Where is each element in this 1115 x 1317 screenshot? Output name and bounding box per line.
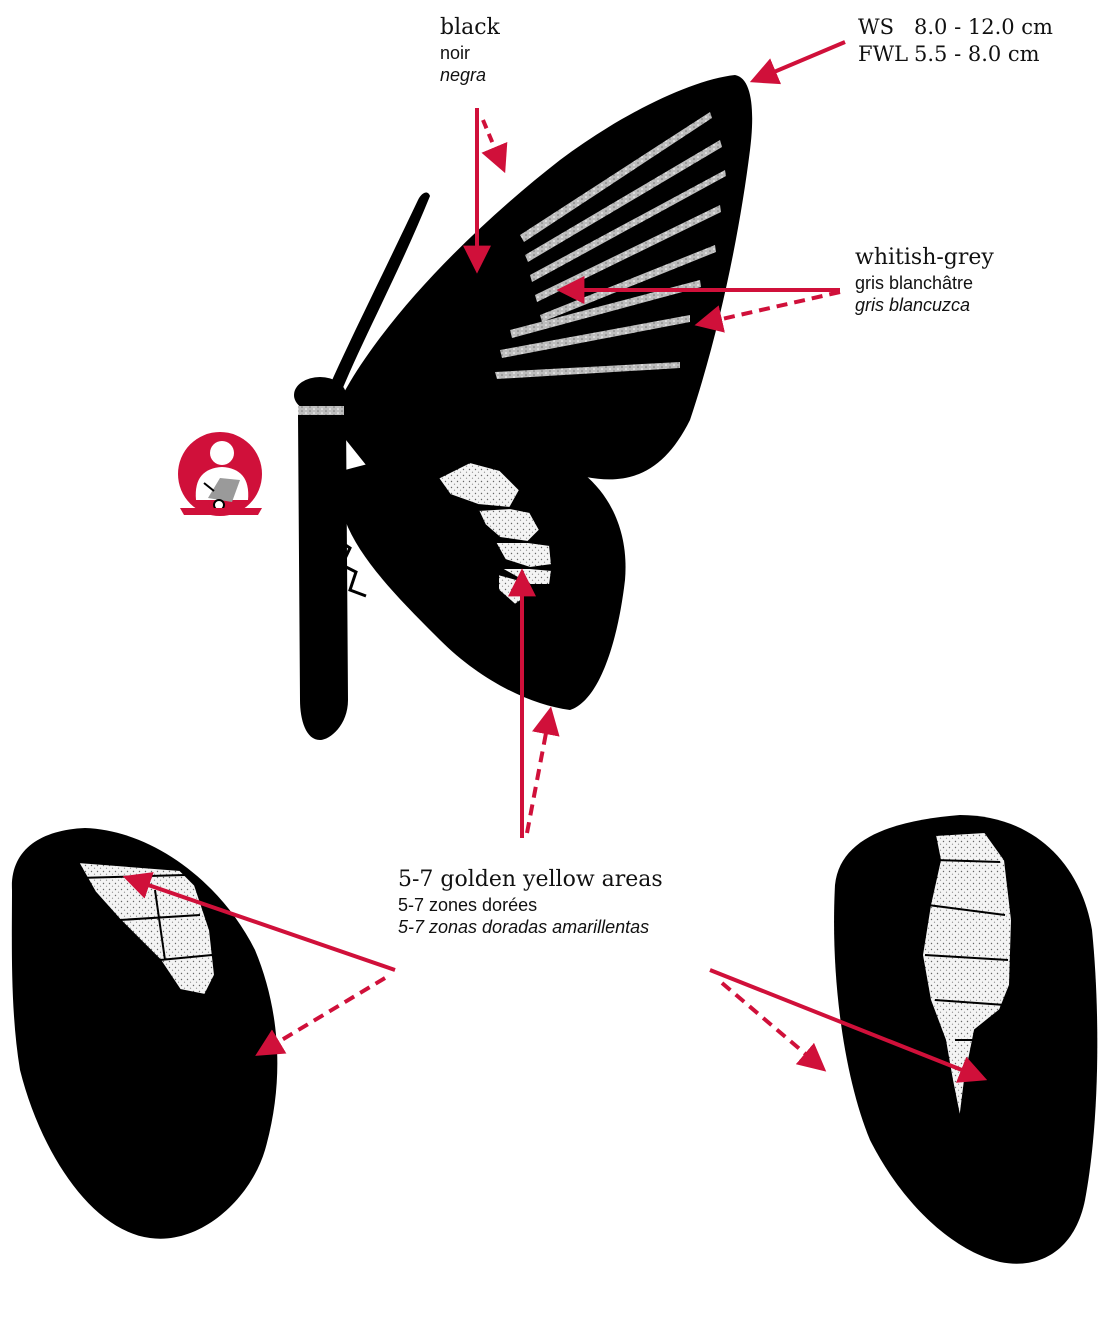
forewing-length-label: FWL	[858, 41, 914, 68]
arrow-black-dashed	[483, 120, 503, 168]
label-black-es: negra	[440, 64, 500, 87]
label-golden-yellow-fr: 5-7 zones dorées	[398, 894, 663, 917]
label-golden-yellow-es: 5-7 zonas doradas amarillentas	[398, 916, 663, 939]
label-black-fr: noir	[440, 42, 500, 65]
label-whitish-grey-fr: gris blanchâtre	[855, 272, 994, 295]
label-golden-yellow-en: 5-7 golden yellow areas	[398, 866, 663, 894]
arrow-golden-dashed	[527, 712, 550, 833]
label-whitish-grey: whitish-grey gris blanchâtre gris blancu…	[855, 244, 994, 317]
arrow-left-dashed	[260, 978, 385, 1053]
variant-hindwing-left	[12, 828, 278, 1239]
label-black-en: black	[440, 14, 500, 42]
label-whitish-grey-en: whitish-grey	[855, 244, 994, 272]
forewing-length-value: 5.5 - 8.0 cm	[914, 42, 1040, 66]
label-golden-yellow: 5-7 golden yellow areas 5-7 zones dorées…	[398, 866, 663, 939]
label-black: black noir negra	[440, 14, 500, 87]
reader-badge-icon	[178, 432, 262, 516]
wingspan-value: 8.0 - 12.0 cm	[914, 15, 1053, 39]
variant-hindwing-right	[834, 815, 1097, 1264]
collar	[298, 406, 344, 416]
arrow-wingspan	[755, 42, 845, 80]
wingspan-label: WS	[858, 14, 914, 41]
body	[298, 415, 348, 740]
label-whitish-grey-es: gris blancuzca	[855, 294, 994, 317]
